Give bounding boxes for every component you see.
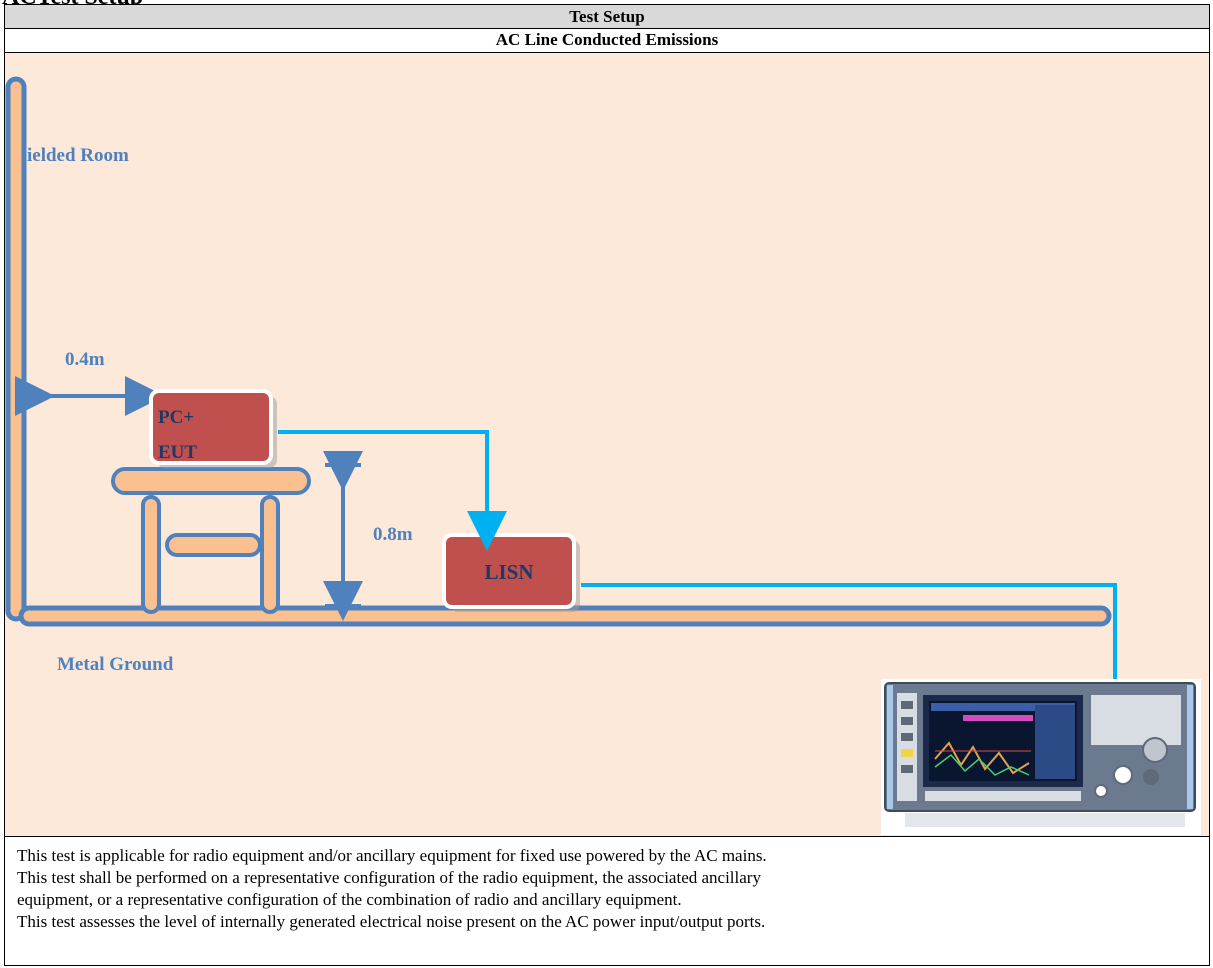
eut-to-lisn-cable: [278, 430, 507, 551]
description-line: This test shall be performed on a repres…: [17, 868, 761, 887]
setup-diagram-svg: ielded Room Metal Ground 0.4m 0.8m: [5, 76, 1201, 835]
emi-receiver-icon: [881, 679, 1201, 835]
description-line: This test assesses the level of internal…: [17, 912, 766, 931]
table-title: Test Setup: [5, 5, 1209, 29]
horizontal-distance-label: 0.4m: [65, 349, 105, 370]
setup-table: Test Setup AC Line Conducted Emissions i…: [4, 4, 1210, 966]
description-line: equipment, or a representative configura…: [17, 890, 682, 909]
description: This test is applicable for radio equipm…: [5, 837, 1209, 933]
height-dimension-label: 0.8m: [373, 524, 413, 545]
setup-diagram: ielded Room Metal Ground 0.4m 0.8m: [5, 53, 1209, 837]
lisn-label: LISN: [484, 560, 533, 584]
shielded-room-label: ielded Room: [27, 145, 129, 166]
table-subtitle: AC Line Conducted Emissions: [5, 29, 1209, 53]
metal-ground-label: Metal Ground: [57, 654, 174, 675]
eut-label-line1: PC+: [158, 407, 194, 428]
description-line: This test is applicable for radio equipm…: [17, 846, 767, 865]
test-table: [111, 467, 311, 614]
lisn-box: LISN: [442, 533, 580, 612]
eut-box: PC+ EUT: [149, 389, 277, 468]
eut-label-line2: EUT: [158, 442, 197, 463]
shielded-room-wall: [5, 76, 27, 622]
